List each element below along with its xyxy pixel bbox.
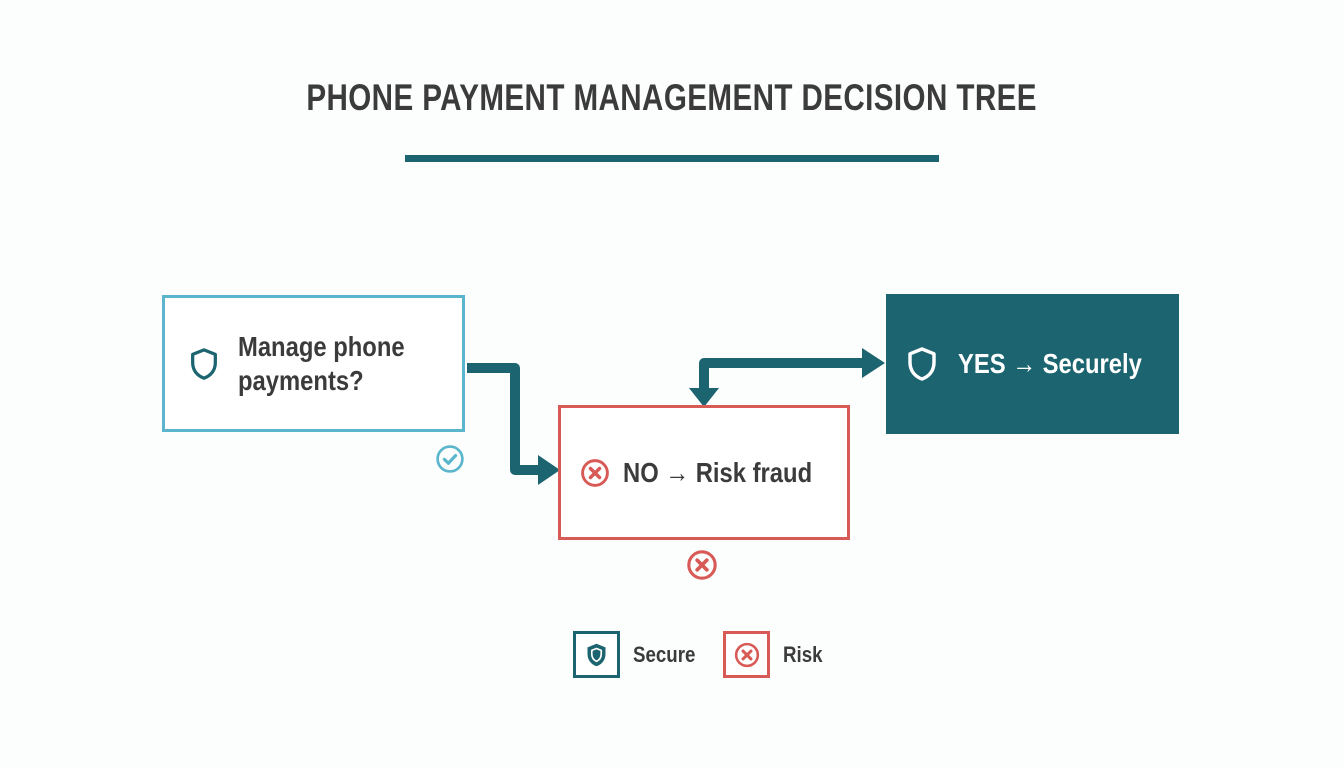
shield-icon [908, 347, 936, 381]
page-title-text: PHONE PAYMENT MANAGEMENT DECISION TREE [306, 77, 1038, 118]
check-circle-icon [436, 445, 464, 473]
arrow-elbow-to-yes [699, 358, 865, 391]
title-underline [405, 155, 939, 162]
node-decision: Manage phone payments? [162, 295, 465, 432]
arrow-decision-to-no [467, 363, 541, 475]
legend-risk-swatch [723, 631, 770, 678]
shield-icon [191, 347, 217, 380]
node-yes-label: YES → Securely [958, 348, 1142, 379]
legend-secure-label: Secure [633, 642, 696, 667]
node-decision-label: Manage phone payments? [238, 330, 405, 396]
arrowhead-into-no-left [538, 455, 560, 485]
arrowhead-into-yes [862, 348, 885, 378]
legend-risk-label: Risk [783, 642, 823, 667]
x-circle-icon [734, 642, 759, 667]
x-circle-icon [581, 458, 609, 487]
node-no-label: NO → Risk fraud [623, 456, 813, 488]
legend-secure-swatch [573, 631, 620, 678]
node-yes: YES → Securely [886, 294, 1179, 434]
node-no: NO → Risk fraud [558, 405, 850, 540]
x-circle-icon [687, 550, 717, 580]
page-title: PHONE PAYMENT MANAGEMENT DECISION TREE [0, 76, 1344, 120]
shield-icon [587, 643, 606, 666]
